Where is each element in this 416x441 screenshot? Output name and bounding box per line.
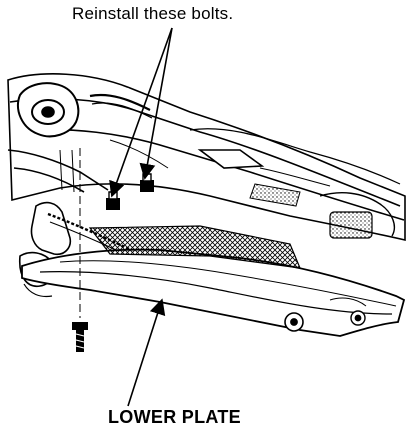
bolt-icon <box>72 322 88 352</box>
upper-assembly <box>8 74 405 240</box>
arrow-icon <box>109 28 172 198</box>
arrow-icon <box>139 28 172 180</box>
reinstall-bolts-callout: Reinstall these bolts. <box>72 4 234 23</box>
lower-plate <box>22 226 404 336</box>
arrow-icon <box>128 298 166 406</box>
lower-plate-callout: LOWER PLATE <box>108 407 241 427</box>
bolt-icon <box>106 192 120 210</box>
